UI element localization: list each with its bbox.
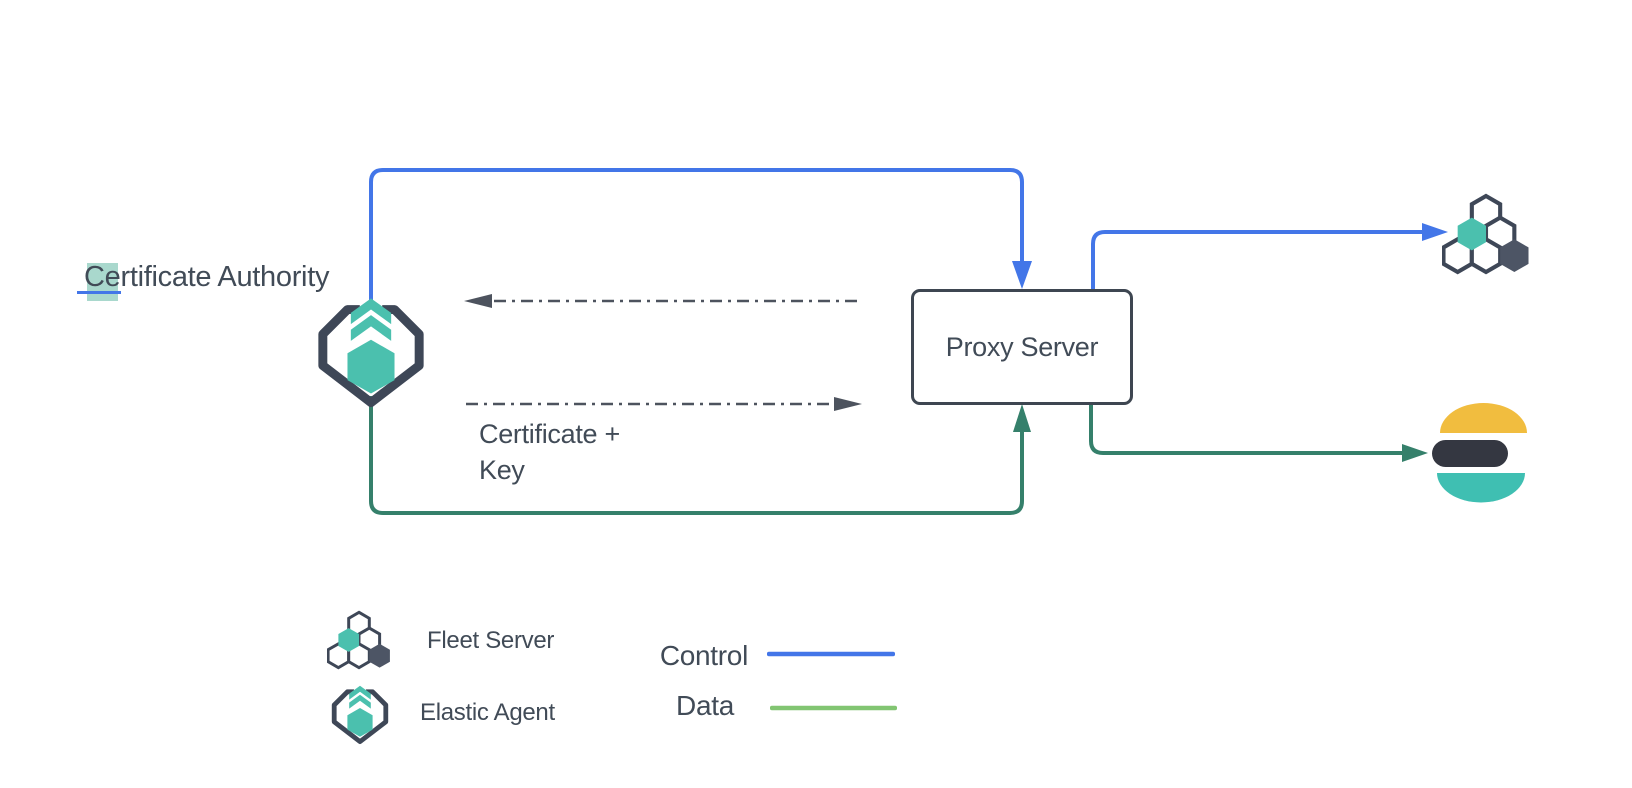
legend-control-label: Control [659, 640, 748, 671]
cert-exchange-arrowhead-right [834, 397, 862, 411]
text-cursor-underline [77, 291, 121, 294]
proxy-server-label: Proxy Server [945, 331, 1099, 362]
legend-fleet-server-icon[interactable] [327, 608, 391, 672]
certificate-key-line2: Key [479, 455, 525, 485]
data-arrowhead-into-proxy [1013, 404, 1031, 432]
control-edge-proxy-to-fleet [1091, 230, 1422, 290]
elastic-agent-icon[interactable] [314, 295, 428, 407]
legend-data-label: Data [676, 690, 734, 721]
data-edge-agent-to-proxy [369, 396, 1024, 515]
certificate-authority-label-rest: ertificate Authority [104, 261, 330, 293]
control-arrowhead-into-fleet [1422, 223, 1448, 241]
agent-chevron-top [350, 298, 392, 325]
elasticsearch-icon[interactable] [1430, 400, 1530, 505]
control-arrowhead-into-proxy [1012, 261, 1032, 289]
certificate-authority-label-highlighted: C [84, 261, 105, 293]
es-logo-top [1440, 403, 1527, 433]
legend-data-line [770, 705, 897, 711]
fleet-hex-teal [1457, 217, 1486, 251]
certificate-key-line1: Certificate + [479, 419, 620, 449]
control-edge-agent-to-proxy [369, 168, 1024, 308]
proxy-server-node[interactable]: Proxy Server [911, 289, 1133, 405]
legend-fleet-server-label: Fleet Server [427, 627, 555, 654]
certificate-key-label[interactable]: Certificate + Key [479, 416, 620, 488]
fleet-hex-teal [338, 628, 359, 652]
agent-chevron-top [349, 685, 371, 700]
fleet-hex-dark [369, 643, 390, 668]
legend-control-line [767, 651, 895, 657]
es-logo-bottom [1437, 473, 1525, 503]
agent-hex-bracket-outline [331, 689, 389, 744]
legend-elastic-agent-icon[interactable] [330, 681, 390, 747]
agent-core-hexagon [347, 339, 395, 394]
text-selection-highlight [87, 263, 118, 301]
agent-core-hexagon [347, 708, 373, 737]
cert-exchange-arrowhead-left [464, 294, 492, 308]
fleet-server-icon[interactable] [1442, 186, 1530, 282]
certificate-authority-label[interactable]: Certificate Authority [84, 261, 329, 294]
es-logo-middle [1432, 440, 1508, 467]
data-edge-proxy-to-elasticsearch [1089, 404, 1402, 455]
fleet-hex-dark [1500, 239, 1529, 273]
data-arrowhead-into-elasticsearch [1402, 444, 1428, 462]
agent-chevron-bottom [350, 315, 392, 341]
legend-elastic-agent-label: Elastic Agent [420, 699, 555, 726]
agent-chevron-bottom [349, 694, 371, 709]
agent-hex-bracket-outline [318, 305, 424, 407]
